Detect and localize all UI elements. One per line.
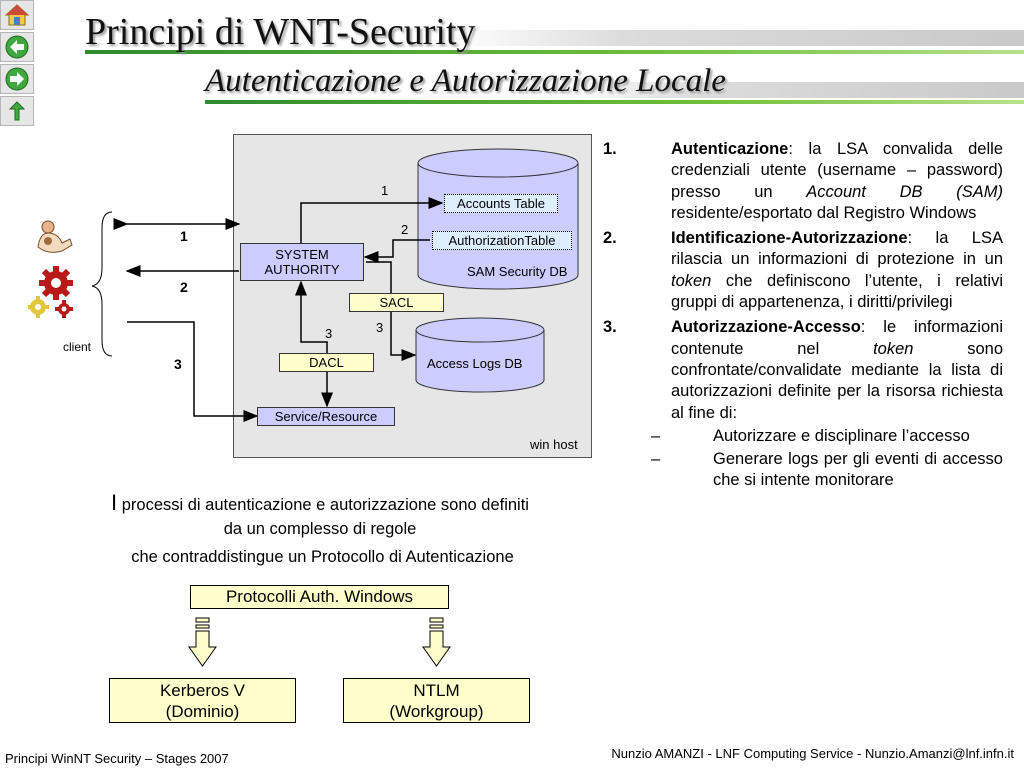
- gear-icon: [39, 266, 73, 300]
- list-item-italic: token: [873, 339, 914, 358]
- list-item: 2. Identificazione-Autorizzazione: la LS…: [603, 228, 1003, 313]
- title-underline: [85, 50, 1024, 54]
- small-gears-icon: [28, 296, 73, 318]
- principles-list: 1. Autenticazione: la LSA convalida dell…: [603, 139, 1003, 496]
- body-text-line1: I processi di autenticazione e autorizza…: [60, 490, 580, 516]
- down-arrow-icon: [422, 617, 451, 667]
- client-icons: [28, 220, 73, 318]
- step-3-label: 3: [174, 356, 182, 372]
- list-item-term: Autorizzazione-Accesso: [671, 318, 861, 337]
- sub-item-text: Generare logs per gli eventi di accesso …: [713, 450, 1003, 490]
- list-item-italic: Account DB (SAM): [806, 182, 1003, 201]
- flow-3-dacl-label: 3: [325, 326, 333, 341]
- body-text: processi di autenticazione e autorizzazi…: [117, 496, 529, 514]
- subtitle-underline: [205, 100, 1024, 104]
- step-2-label: 2: [180, 279, 188, 295]
- home-icon: [4, 4, 30, 26]
- sub-item-dash: –: [651, 426, 661, 445]
- step-1-label: 1: [180, 228, 188, 244]
- body-text-line2: da un complesso di regole: [223, 520, 417, 538]
- list-item-term: Identificazione-Autorizzazione: [671, 229, 908, 248]
- forward-button[interactable]: [0, 64, 34, 94]
- list-item-italic: token: [671, 271, 712, 290]
- list-item-text: : la LSA rilascia un informazioni di pro…: [671, 229, 1003, 269]
- sacl-box: SACL: [349, 293, 444, 312]
- access-logs-db-label: Access Logs DB: [427, 356, 523, 371]
- list-item-term: Autenticazione: [671, 140, 789, 158]
- list-item-number: 2.: [603, 229, 617, 248]
- dacl-box: DACL: [279, 353, 374, 372]
- protocols-header-box: Protocolli Auth. Windows: [190, 585, 449, 609]
- subtitle-bar-decoration: [560, 82, 1024, 98]
- footer-right: Nunzio AMANZI - LNF Computing Service - …: [611, 746, 1014, 761]
- sub-list-item: – Generare logs per gli eventi di access…: [603, 449, 1003, 492]
- back-button[interactable]: [0, 32, 34, 62]
- list-item: 1. Autenticazione: la LSA convalida dell…: [603, 139, 1003, 224]
- forward-arrow-icon: [5, 67, 29, 91]
- ntlm-box: NTLM (Workgroup): [343, 678, 530, 723]
- return-arrow-icon: [8, 101, 26, 121]
- kerberos-label: Kerberos V: [159, 681, 246, 700]
- accounts-table: Accounts Table: [444, 194, 558, 213]
- sam-db-label: SAM Security DB: [467, 264, 568, 279]
- list-item-text: sono confrontate/convalidate mediante la…: [671, 339, 1003, 422]
- flow-3-sacl-label: 3: [376, 320, 384, 335]
- back-arrow-icon: [5, 35, 29, 59]
- flow-2-label: 2: [401, 222, 409, 237]
- list-item-number: 3.: [603, 318, 617, 337]
- body-text-line3: che contraddistingue un Protocollo di Au…: [131, 548, 514, 566]
- win-host-label: win host: [530, 437, 578, 452]
- access-logs-db-cylinder: [415, 317, 545, 393]
- list-item-number: 1.: [603, 140, 617, 158]
- list-item-text: residente/esportato dal Registro Windows: [671, 203, 977, 222]
- ntlm-label: NTLM: [413, 681, 460, 700]
- sub-item-text: Autorizzare e disciplinare l’accesso: [713, 426, 970, 445]
- sub-item-dash: –: [651, 450, 661, 469]
- ntlm-sublabel: (Workgroup): [389, 702, 484, 721]
- system-authority-box: SYSTEM AUTHORITY: [240, 243, 364, 281]
- footer-left: Principi WinNT Security – Stages 2007: [5, 751, 229, 766]
- page-title: Principi di WNT-Security: [85, 11, 476, 53]
- return-button[interactable]: [0, 96, 34, 126]
- kerberos-sublabel: (Dominio): [165, 702, 240, 721]
- sub-list-item: – Autorizzare e disciplinare l’accesso: [603, 426, 1003, 447]
- home-button[interactable]: [0, 0, 34, 30]
- service-resource-box: Service/Resource: [257, 407, 395, 426]
- client-label: client: [63, 340, 92, 354]
- drop-letter: I: [111, 490, 118, 515]
- list-item: 3. Autorizzazione-Accesso: le informazio…: [603, 317, 1003, 491]
- person-icon: [37, 220, 73, 253]
- title-bar-decoration: [450, 30, 1024, 46]
- kerberos-box: Kerberos V (Dominio): [109, 678, 296, 723]
- list-item-text: che definiscono l’utente, i relativi gru…: [671, 271, 1003, 312]
- down-arrow-icon: [188, 617, 217, 667]
- authorization-table: AuthorizationTable: [432, 231, 572, 250]
- list-item-text: : le informazioni contenute nel: [671, 318, 1003, 358]
- list-item-text: : la LSA convalida delle credenziali ute…: [671, 140, 1003, 201]
- page-subtitle: Autenticazione e Autorizzazione Locale: [205, 63, 726, 99]
- flow-1-label: 1: [381, 183, 389, 198]
